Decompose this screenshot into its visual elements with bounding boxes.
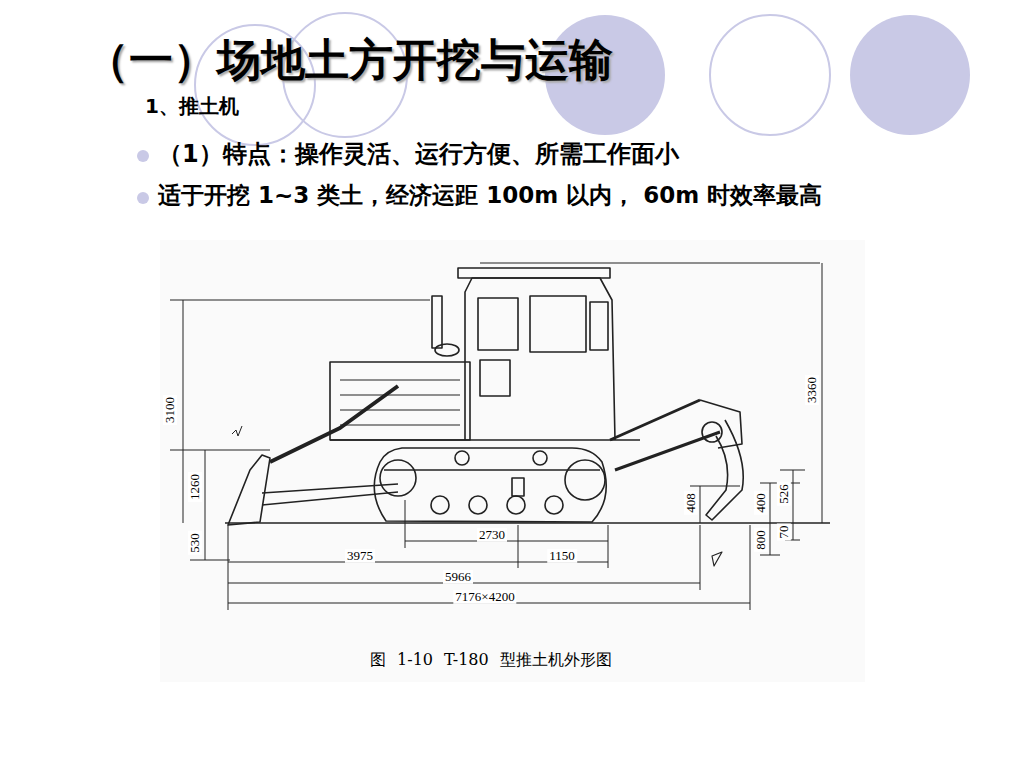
bullet-dot xyxy=(137,150,149,162)
dimension-lines xyxy=(170,263,822,610)
decor-circle xyxy=(710,15,830,135)
extension-line xyxy=(690,470,805,555)
dimension-label: 800 xyxy=(754,528,768,552)
ripper-arm xyxy=(610,400,720,470)
bullet-text: 适于开挖 1~3 类土，经济运距 100m 以内， 60m 时效率最高 xyxy=(158,182,822,210)
lift-cylinder xyxy=(270,386,398,462)
dimension-label: 1260 xyxy=(188,472,202,502)
push-arm xyxy=(262,484,398,505)
exhaust-pipe xyxy=(432,296,442,348)
fender xyxy=(330,439,640,441)
track xyxy=(374,448,606,522)
figure-caption: 图 1-10 T-180 型推土机外形图 xyxy=(370,650,612,669)
dimension-line xyxy=(700,470,793,555)
dimension-label: 3975 xyxy=(345,549,375,563)
dimension-label: 3360 xyxy=(805,375,819,405)
sprocket xyxy=(565,460,605,500)
dimension-label: 400 xyxy=(754,491,768,515)
road-wheel xyxy=(431,496,449,514)
road-wheel xyxy=(469,496,487,514)
cab-window xyxy=(530,296,586,352)
figure-ground xyxy=(160,240,865,682)
ripper-shank xyxy=(706,420,743,520)
dimension-label: 2730 xyxy=(477,528,507,542)
dimension-line xyxy=(183,263,822,560)
blade xyxy=(228,455,270,525)
bullet-text: （1）特点：操作灵活、运行方便、所需工作面小 xyxy=(158,140,679,169)
cab-roof xyxy=(458,268,610,278)
hood-louvers xyxy=(340,380,460,425)
carrier-roller xyxy=(455,451,469,465)
bullet-dot xyxy=(137,192,149,204)
cab-door-window xyxy=(480,360,510,396)
idler-wheel xyxy=(380,460,416,496)
dimension-label: 408 xyxy=(684,491,698,515)
pencil-mark xyxy=(712,552,722,566)
slide-title: （一）场地土方开挖与运输 xyxy=(85,36,613,84)
road-wheel xyxy=(507,496,525,514)
dimension-label: 3100 xyxy=(163,395,177,425)
cab-window xyxy=(590,302,608,350)
track-bracket xyxy=(512,478,524,496)
dimension-label: 530 xyxy=(188,531,202,555)
air-cleaner xyxy=(435,344,459,356)
decor-circle xyxy=(850,15,970,135)
road-wheel xyxy=(545,496,563,514)
dimension-label: 526 xyxy=(777,482,791,506)
cab-window xyxy=(478,298,518,350)
carrier-roller xyxy=(533,451,547,465)
dimension-label: 7176×4200 xyxy=(453,590,516,604)
bulldozer-drawing xyxy=(225,268,830,566)
section-heading: 1、推土机 xyxy=(145,94,239,118)
ripper-pivot xyxy=(702,422,722,442)
dimension-label: 1150 xyxy=(547,549,577,563)
dimension-label: 70 xyxy=(777,524,791,541)
scratch-mark xyxy=(232,426,242,436)
extension-line xyxy=(228,500,750,610)
extension-line xyxy=(170,263,820,560)
dimension-label: 5966 xyxy=(443,570,473,584)
engine-hood xyxy=(330,362,470,440)
cab xyxy=(465,278,615,440)
